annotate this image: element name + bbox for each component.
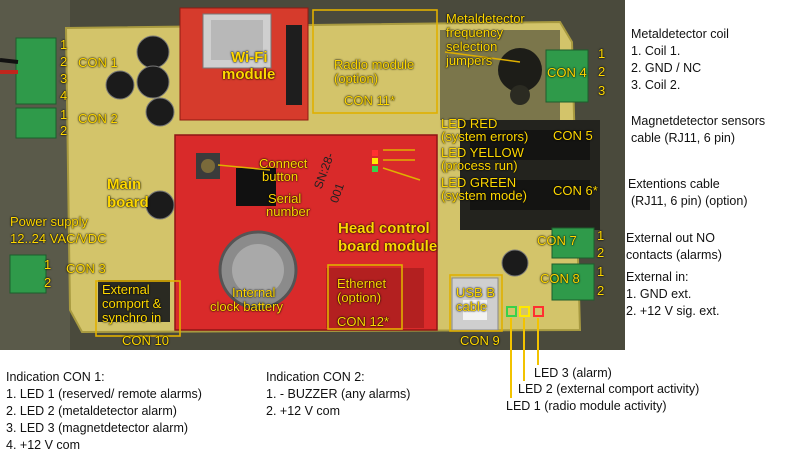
con3-pin-2: 2 — [44, 275, 52, 290]
con11-label: CON 11* — [344, 93, 396, 108]
metal-title-1: Metaldetector — [446, 11, 525, 26]
main-board-label-2: board — [107, 194, 149, 211]
radio-option-label: (option) — [334, 71, 379, 86]
clock-battery-label-2: clock battery — [210, 299, 283, 314]
terminal-con2 — [15, 107, 57, 139]
indication-con2-item-2: 2. +12 V com — [266, 404, 340, 418]
ethernet-label: Ethernet — [337, 276, 387, 291]
coil-item-1: 1. Coil 1. — [631, 44, 681, 58]
connect-button-label-2: button — [262, 169, 299, 184]
head-board-label: Head control — [338, 220, 430, 237]
indication-con1-item-2: 2. LED 2 (metaldetector alarm) — [6, 404, 177, 418]
con4-pin-2: 2 — [598, 64, 606, 79]
indication-con1: Indication CON 1: 1. LED 1 (reserved/ re… — [6, 369, 202, 454]
indication-con1-item-3: 3. LED 3 (magnetdetector alarm) — [6, 421, 189, 435]
power-supply-range: 12..24 VAC/VDC — [10, 231, 107, 246]
board-photo: 1 2 3 4 CON 1 1 2 CON 2 1 2 CON 3 CON 4 … — [0, 0, 625, 350]
con1-pin-2: 2 — [60, 54, 68, 69]
coil-item-2: 2. GND / NC — [631, 61, 702, 75]
con7-label: CON 7 — [537, 233, 577, 248]
metal-title-4: jumpers — [446, 53, 493, 68]
metal-title-2: frequency — [446, 25, 504, 40]
con8-pin-1: 1 — [597, 264, 605, 279]
ext-out-note: External out NO contacts (alarms) — [626, 230, 722, 264]
led-green-desc: (system mode) — [441, 188, 527, 203]
usb-cable-label: cable — [456, 299, 488, 314]
terminal-con4 — [545, 49, 589, 103]
coil-note: Metaldetector coil 1. Coil 1. 2. GND / N… — [631, 26, 729, 94]
terminal-con8 — [551, 263, 595, 301]
con1-pin-4: 4 — [60, 88, 68, 103]
ext-in-item-2: 2. +12 V sig. ext. — [626, 304, 720, 318]
con3-pin-1: 1 — [44, 257, 52, 272]
main-board-label: Main — [107, 176, 142, 193]
mag-sensors-line-1: Magnetdetector sensors — [631, 114, 766, 128]
extentions-note: Extentions cable (RJ11, 6 pin) (option) — [628, 176, 748, 210]
con3-label: CON 3 — [66, 261, 106, 276]
connect-button-label: Connect — [259, 156, 308, 171]
con6-label: CON 6* — [553, 183, 598, 198]
indication-con2-title: Indication CON 2: — [266, 370, 365, 384]
terminal-con3 — [9, 254, 47, 294]
wifi-module-label: module — [222, 66, 276, 83]
ext-out-line-2: contacts (alarms) — [626, 248, 722, 262]
led-yellow-desc: (process run) — [441, 158, 518, 173]
ext-out-line-1: External out NO — [626, 231, 715, 245]
led-red-label: LED RED — [441, 116, 498, 131]
ethernet-option-label: (option) — [337, 290, 382, 305]
con8-pin-2: 2 — [597, 283, 605, 298]
led2-note: LED 2 (external comport activity) — [518, 382, 700, 396]
indication-con2-item-1: 1. - BUZZER (any alarms) — [266, 387, 411, 401]
board-illustration — [0, 0, 625, 350]
serial-number-label-2: number — [266, 204, 311, 219]
terminal-con1 — [15, 37, 57, 105]
led-green-label: LED GREEN — [441, 175, 517, 190]
extentions-line-1: Extentions cable — [628, 177, 720, 191]
mag-sensors-line-2: cable (RJ11, 6 pin) — [631, 131, 735, 145]
con1-pin-3: 3 — [60, 71, 68, 86]
led-yellow-label: LED YELLOW — [441, 145, 524, 160]
con7-pin-1: 1 — [597, 228, 605, 243]
con1-pin-1: 1 — [60, 37, 68, 52]
usb-label: USB B — [456, 285, 496, 300]
con7-pin-2: 2 — [597, 245, 605, 260]
ext-in-note: External in: 1. GND ext. 2. +12 V sig. e… — [626, 269, 719, 320]
ext-comport-label-3: synchro in — [102, 310, 162, 325]
con10-label: CON 10 — [122, 333, 169, 348]
wifi-label: Wi-Fi — [231, 49, 268, 66]
coil-title: Metaldetector coil — [631, 27, 729, 41]
terminal-con7 — [551, 227, 595, 259]
clock-battery-label: Internal — [232, 285, 276, 300]
con2-label: CON 2 — [78, 111, 118, 126]
ext-in-title: External in: — [626, 270, 689, 284]
indication-con1-item-1: 1. LED 1 (reserved/ remote alarms) — [6, 387, 202, 401]
power-supply-label: Power supply — [10, 214, 89, 229]
indication-con2: Indication CON 2: 1. - BUZZER (any alarm… — [266, 369, 410, 420]
mag-sensors-note: Magnetdetector sensors cable (RJ11, 6 pi… — [631, 113, 765, 147]
coil-item-3: 3. Coil 2. — [631, 78, 681, 92]
metal-title-3: selection — [446, 39, 498, 54]
led3-note: LED 3 (alarm) — [534, 366, 612, 380]
indication-con1-item-4: 4. +12 V com — [6, 438, 80, 452]
radio-module-label: Radio module — [334, 57, 415, 72]
head-board-label-2: board module — [338, 238, 438, 255]
led-red-desc: (system errors) — [441, 129, 529, 144]
serial-number-label: Serial — [268, 191, 302, 206]
ext-in-item-1: 1. GND ext. — [626, 287, 692, 301]
con2-pin-1: 1 — [60, 107, 68, 122]
indication-con1-title: Indication CON 1: — [6, 370, 105, 384]
con4-pin-1: 1 — [598, 46, 606, 61]
extentions-line-2: (RJ11, 6 pin) (option) — [631, 194, 748, 208]
ext-comport-label-2: comport & — [102, 296, 162, 311]
con4-pin-3: 3 — [598, 83, 606, 98]
con12-label: CON 12* — [337, 314, 390, 329]
con4-label: CON 4 — [547, 65, 587, 80]
con5-label: CON 5 — [553, 128, 593, 143]
led1-note: LED 1 (radio module activity) — [506, 399, 667, 413]
con9-label: CON 9 — [460, 333, 500, 348]
ext-comport-label-1: External — [102, 282, 150, 297]
con1-label: CON 1 — [78, 55, 118, 70]
con8-label: CON 8 — [540, 271, 580, 286]
con2-pin-2: 2 — [60, 123, 68, 138]
